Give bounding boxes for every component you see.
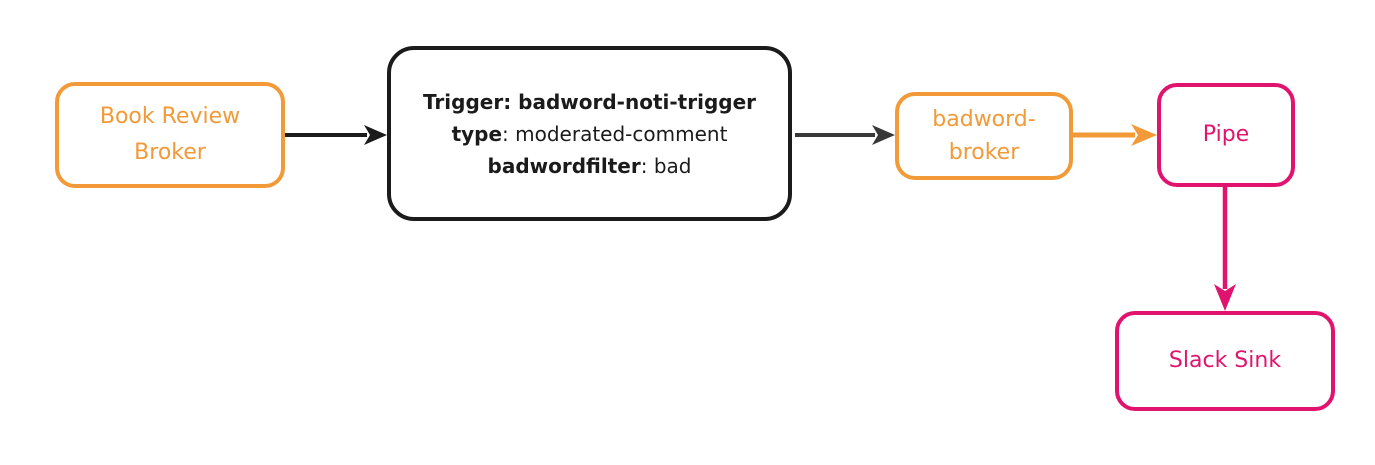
node-slack-sink: Slack Sink xyxy=(1115,311,1335,411)
node-label-line: broker xyxy=(948,140,1020,165)
node-label-line: Book Review xyxy=(99,104,241,129)
node-label-line: Broker xyxy=(134,140,206,165)
trigger-line-name: Trigger: badword-noti-trigger xyxy=(423,86,756,118)
trigger-type-key: type xyxy=(451,121,503,146)
node-book-review-broker: Book Review Broker xyxy=(55,82,285,188)
node-label: Pipe xyxy=(1202,122,1250,147)
node-badword-broker: badword- broker xyxy=(895,92,1073,180)
trigger-filter-key: badwordfilter xyxy=(487,153,641,178)
trigger-line-type: type: moderated-comment xyxy=(452,118,728,150)
node-trigger: Trigger: badword-noti-trigger type: mode… xyxy=(387,46,792,221)
arrow-pipe-to-slack-sink xyxy=(1214,187,1236,311)
node-label-line: badword- xyxy=(932,107,1036,132)
arrow-trigger-to-badword-broker xyxy=(795,125,895,145)
arrow-badword-broker-to-pipe xyxy=(1073,124,1157,146)
trigger-type-value: : moderated-comment xyxy=(502,121,728,146)
node-pipe: Pipe xyxy=(1157,83,1295,187)
trigger-filter-value: : bad xyxy=(640,153,692,178)
arrow-broker-to-trigger xyxy=(285,125,387,145)
trigger-line-filter: badwordfilter: bad xyxy=(488,150,692,182)
node-label: Slack Sink xyxy=(1168,348,1282,373)
trigger-name-text: Trigger: badword-noti-trigger xyxy=(422,89,757,114)
